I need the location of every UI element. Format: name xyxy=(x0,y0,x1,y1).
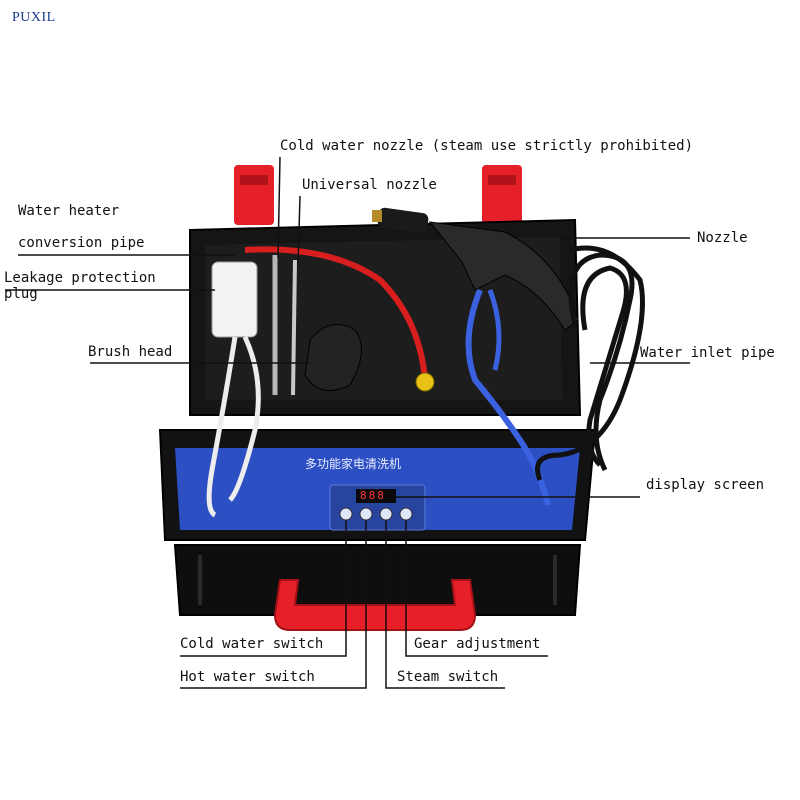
label-cold-water-switch: Cold water switch xyxy=(180,636,324,652)
brush-head-part xyxy=(304,323,362,392)
leader-gear xyxy=(405,520,548,657)
leader-lines xyxy=(5,156,690,689)
yellow-fitting xyxy=(415,372,435,392)
leader-universal-nozzle xyxy=(297,195,301,266)
leader-hot-switch xyxy=(180,520,367,689)
label-leakage-line2: plug xyxy=(4,286,38,302)
label-water-heater-line2: conversion pipe xyxy=(18,235,145,251)
black-coiled-hose xyxy=(535,245,645,481)
label-nozzle: Nozzle xyxy=(697,230,748,246)
label-universal-nozzle: Universal nozzle xyxy=(302,177,437,193)
red-hose xyxy=(244,246,428,381)
label-gear-adjustment: Gear adjustment xyxy=(414,636,541,652)
steam-gun-nozzle xyxy=(372,207,579,331)
label-display-screen: display screen xyxy=(646,477,765,493)
steam-switch-button[interactable] xyxy=(379,507,393,521)
display-screen xyxy=(356,489,396,503)
label-leakage-line1: Leakage protection xyxy=(4,270,156,286)
cold-water-switch-button[interactable] xyxy=(339,507,353,521)
label-water-inlet-pipe: Water inlet pipe xyxy=(640,345,775,361)
case-latch-right xyxy=(482,165,522,225)
label-water-heater-line1: Water heater xyxy=(18,203,120,219)
leader-steam-switch xyxy=(385,520,505,689)
leader-cold-switch xyxy=(180,520,347,657)
carry-handle xyxy=(273,579,477,631)
hot-water-switch-button[interactable] xyxy=(359,507,373,521)
universal-nozzle-part xyxy=(291,259,297,396)
brand-logo: PUXIL xyxy=(12,10,56,25)
panel-title-text: 多功能家电清洗机 xyxy=(305,457,402,471)
case-latch-left xyxy=(234,165,274,225)
leader-cold-water-nozzle xyxy=(277,156,281,259)
label-brush-head: Brush head xyxy=(88,344,173,360)
label-hot-water-switch: Hot water switch xyxy=(180,669,315,685)
label-cold-water-nozzle: Cold water nozzle (steam use strictly pr… xyxy=(280,138,694,154)
label-steam-switch: Steam switch xyxy=(397,669,499,685)
gear-adjustment-button[interactable] xyxy=(399,507,413,521)
display-readout: 888 xyxy=(360,489,386,502)
control-buttons xyxy=(339,507,413,521)
leakage-protection-plug xyxy=(206,261,261,518)
